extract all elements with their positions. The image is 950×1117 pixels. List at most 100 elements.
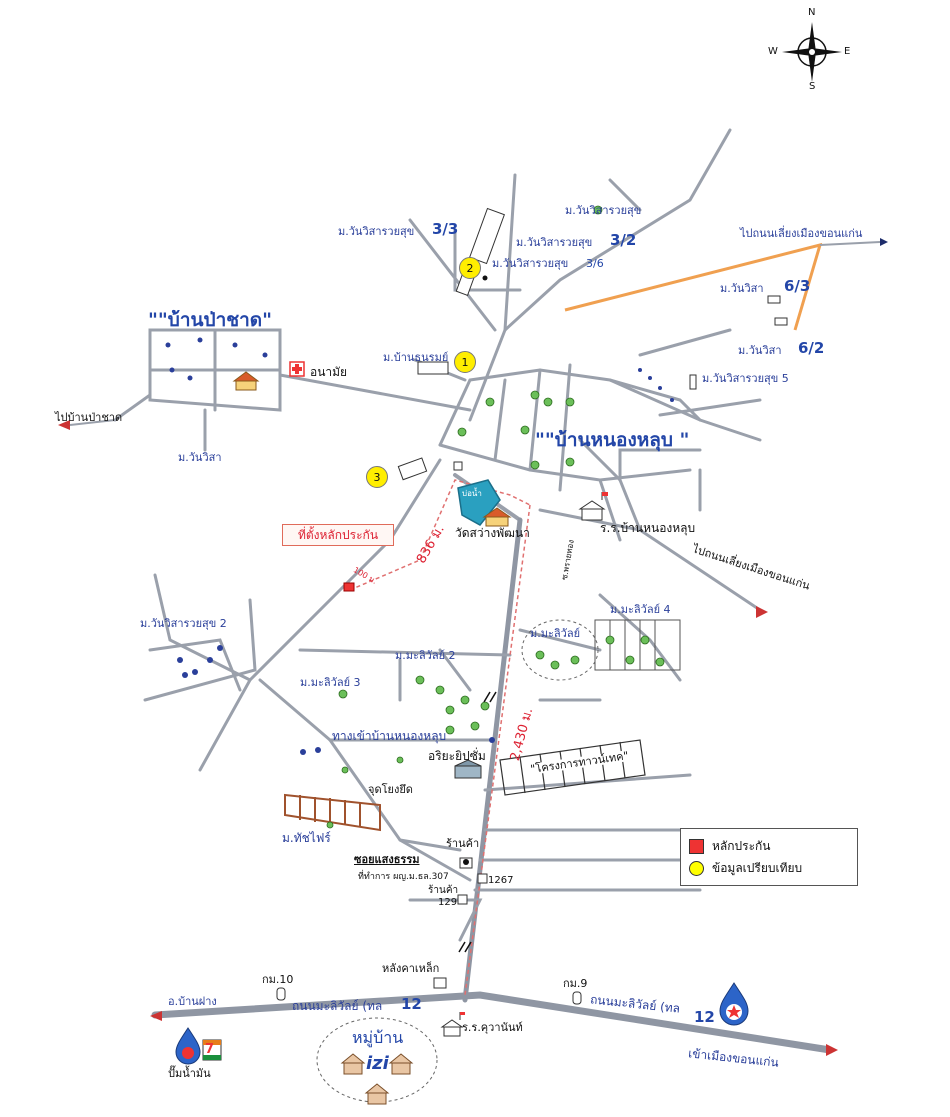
label-seven: 7 — [205, 1042, 215, 1057]
label-office: ที่ทำการ ผญ.ม.ธล.307 — [358, 872, 449, 882]
legend-square-icon — [689, 838, 704, 854]
label-tas-fine: ม.ทัชไฟร์ — [282, 831, 331, 845]
label-vanvisa-33-num: 3/3 — [432, 220, 459, 238]
label-road-left-num: 12 — [401, 995, 422, 1013]
label-school-nong-lup: ร.ร.บ้านหนองหลุบ — [600, 521, 696, 535]
village-izi: izi — [366, 1053, 389, 1074]
shop-box — [477, 873, 488, 884]
arrow-head-top-right — [880, 238, 888, 246]
label-malivan: ม.มะลิวัลย์ — [530, 627, 581, 640]
label-to-ban-pa-chat: ไปบ้านป่าชาด — [55, 411, 123, 424]
label-ban-thanarom: ม.บ้านธนรมย์ — [383, 351, 449, 364]
compass-south: S — [809, 81, 816, 92]
compass-icon — [782, 22, 842, 82]
label-health-center: อนามัย — [310, 365, 348, 379]
house-cluster-icon — [340, 1053, 414, 1105]
village-ban-nong-lup: ""บ้านหนองหลุบ " — [535, 429, 690, 451]
arrow-head-left — [58, 420, 70, 430]
comparison-marker-1[interactable]: 1 — [454, 351, 476, 373]
label-km-10: กม.10 — [262, 973, 294, 986]
gas-station-icon — [175, 1027, 201, 1065]
label-129: 129 — [438, 897, 458, 908]
label-soi-saeng: ซอยแสงธรรม — [354, 853, 420, 866]
ring-road-arrow-top — [819, 241, 881, 246]
label-road-right-num: 12 — [694, 1008, 715, 1026]
label-vanvisa-top: ม.วันวิสารวยสุข — [565, 204, 642, 217]
label-road-left: ถนนมะลิวัลย์ (ทล — [292, 999, 383, 1013]
school-icon — [440, 1012, 465, 1037]
km-post-icon — [276, 987, 286, 1001]
label-malivan-4: ม.มะลิวัลย์ 4 — [610, 603, 671, 616]
label-vanvisa-63-num: 6/3 — [784, 277, 811, 295]
comparison-marker-3[interactable]: 3 — [366, 466, 388, 488]
label-temple: วัดสว่างพัฒนา — [455, 526, 530, 540]
gas-station-icon — [719, 982, 749, 1026]
shop-box — [457, 894, 468, 905]
point-dot — [482, 275, 488, 281]
label-vanvisa-62-num: 6/2 — [798, 339, 825, 357]
temple-icon — [232, 371, 260, 391]
collateral-square — [343, 582, 355, 592]
point-dot — [489, 737, 495, 743]
label-malivan-3: ม.มะลิวัลย์ 3 — [300, 676, 361, 689]
arrow-head-highway-left — [150, 1011, 162, 1021]
legend-row-comparison: ข้อมูลเปรียบเทียบ — [689, 857, 849, 879]
label-km-9: กม.9 — [563, 977, 588, 990]
label-pond: บ่อน้ำ — [462, 489, 482, 498]
arrow-to-ban-pa-chat — [69, 419, 116, 426]
house-markers — [165, 337, 674, 755]
legend-collateral-label: หลักประกัน — [712, 838, 771, 853]
label-vanvisa-33: ม.วันวิสารวยสุข — [338, 225, 415, 238]
km-post-icon — [572, 991, 582, 1005]
distance-route — [349, 479, 531, 996]
school-icon — [578, 492, 608, 521]
road-break-marks — [458, 691, 497, 953]
compass-east: E — [844, 46, 851, 57]
health-cross-icon — [289, 361, 305, 377]
label-ariya: อริยะยิปซั่ม — [428, 749, 486, 763]
label-malivan-2: ม.มะลิวัลย์ 2 — [395, 649, 456, 662]
factory-icon — [454, 759, 482, 779]
malivan-ellipse — [521, 619, 599, 681]
label-vanvisa-63: ม.วันวิสา — [720, 282, 764, 295]
legend-circle-icon — [689, 860, 704, 876]
malivan-4-block — [594, 619, 681, 671]
village-moo-ban: หมู่บ้าน — [352, 1028, 404, 1047]
seven-eleven-icon — [202, 1039, 222, 1061]
point-dot — [463, 859, 469, 865]
label-vanvisa-32: ม.วันวิสารวยสุข — [516, 236, 593, 249]
arrow-head-highway-right — [826, 1044, 838, 1056]
label-vanvisa-62: ม.วันวิสา — [738, 344, 782, 357]
comparison-marker-2[interactable]: 2 — [459, 257, 481, 279]
label-vanvisa-32-num: 3/2 — [610, 231, 637, 249]
building-blocks — [397, 207, 788, 481]
label-vanvisa-5: ม.วันวิสารวยสุข 5 — [702, 372, 789, 385]
temple-icon — [482, 507, 512, 527]
label-entrance: ทางเข้าบ้านหนองหลุบ — [332, 729, 447, 743]
label-267: 1267 — [488, 875, 514, 886]
label-school-khuwanan: ร.ร.คุวานันท์ — [462, 1021, 523, 1034]
label-vanvisa-36-num: 3/6 — [586, 257, 604, 270]
label-vanvisa-2: ม.วันวิสารวยสุข 2 — [140, 617, 227, 630]
collateral-callout: ที่ตั้งหลักประกัน — [282, 524, 394, 546]
label-vanvisa: ม.วันวิสา — [178, 451, 222, 464]
label-vanvisa-36: ม.วันวิสารวยสุข — [492, 257, 569, 270]
label-ban-fang: อ.บ้านฝาง — [168, 995, 217, 1008]
label-gas: ปั๊มน้ำมัน — [168, 1067, 211, 1080]
label-ring-road-top: ไปถนนเลี่ยงเมืองขอนแก่น — [740, 227, 863, 240]
compass-north: N — [808, 7, 816, 18]
tas-fine-block — [284, 793, 381, 832]
label-steel-roof: หลังคาเหล็ก — [382, 962, 440, 975]
label-shop-1: ร้านค้า — [446, 837, 480, 850]
legend: หลักประกัน ข้อมูลเปรียบเทียบ — [680, 828, 858, 886]
village-ban-pa-chat: ""บ้านป่าชาด" — [148, 309, 273, 331]
compass-west: W — [768, 46, 778, 57]
label-service-point: จุดโยงยึด — [368, 783, 413, 796]
compass-rose: N S E W — [768, 7, 852, 92]
arrow-head-right — [756, 606, 768, 618]
legend-row-collateral: หลักประกัน — [689, 835, 849, 857]
tree-markers — [326, 205, 665, 829]
steel-roof-box — [433, 977, 447, 989]
legend-comparison-label: ข้อมูลเปรียบเทียบ — [712, 860, 803, 875]
